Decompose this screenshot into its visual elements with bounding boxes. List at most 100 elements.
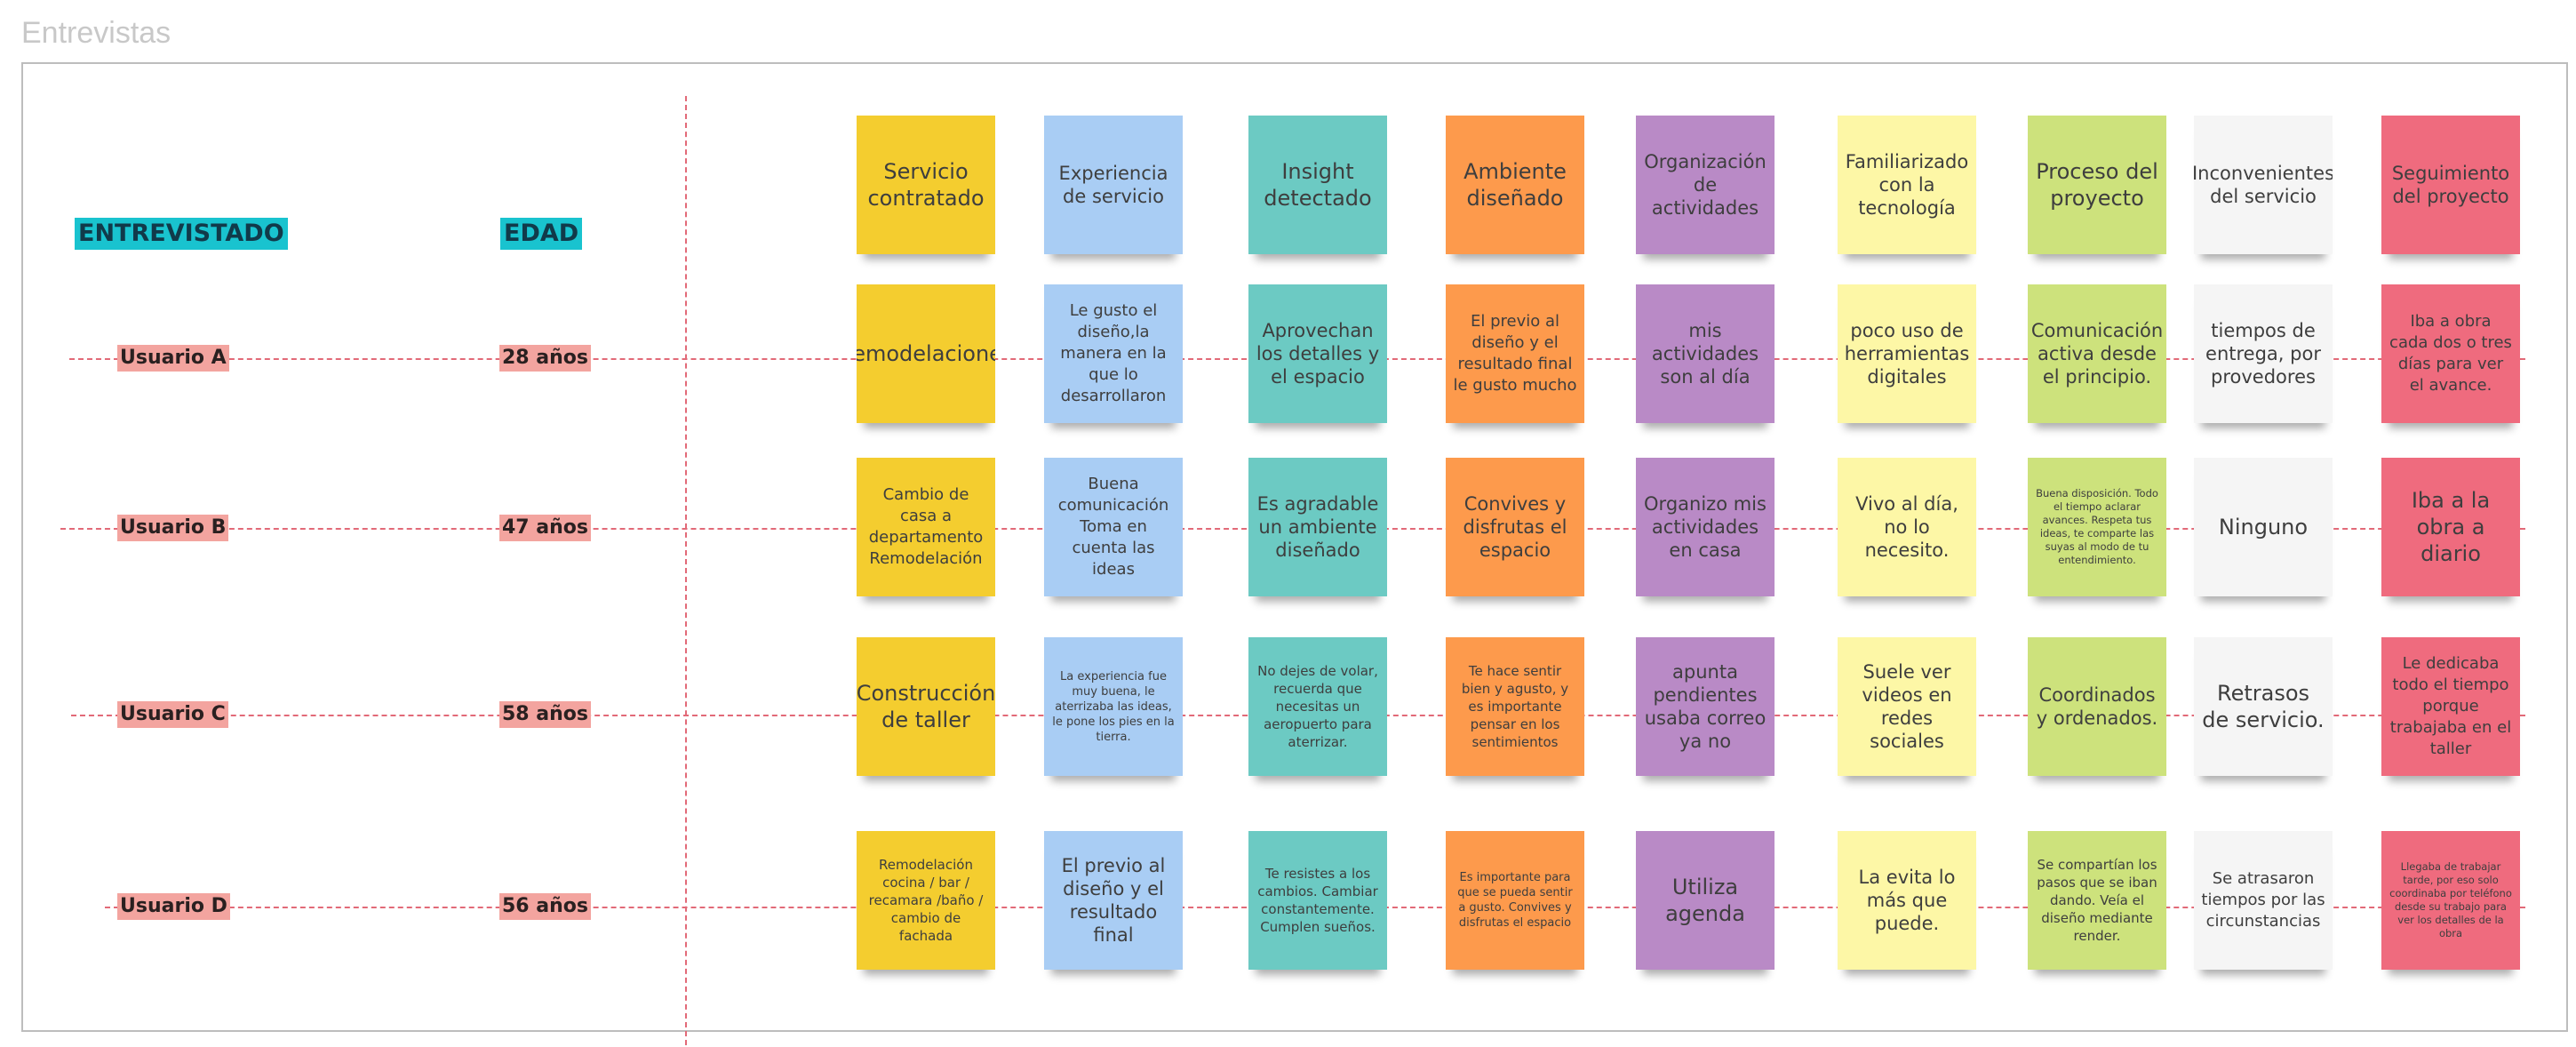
- sticky-note-text: Buena comunicación Toma en cuenta las id…: [1057, 475, 1169, 579]
- answer-note[interactable]: La evita lo más que puede.: [1838, 831, 1976, 970]
- category-note-4[interactable]: Ambiente diseñado: [1446, 116, 1584, 254]
- sticky-note-text: El previo al diseño y el resultado final…: [1453, 312, 1577, 395]
- category-note-6[interactable]: Familiarizado con la tecnología: [1838, 116, 1976, 254]
- sticky-note-text: Te resistes a los cambios. Cambiar const…: [1257, 866, 1378, 935]
- sticky-note-text: Proceso del proyecto: [2036, 159, 2158, 211]
- sticky-note-text: Comunicación activa desde el principio.: [2030, 320, 2164, 388]
- answer-note[interactable]: mis actividades son al día: [1636, 284, 1774, 423]
- sticky-note-text: Inconvenientes del servicio: [2194, 163, 2333, 207]
- answer-note[interactable]: Coordinados y ordenados.: [2028, 637, 2166, 776]
- sticky-note-text: Ninguno: [2218, 515, 2309, 539]
- answer-note[interactable]: Es importante para que se pueda sentir a…: [1446, 831, 1584, 970]
- sticky-note-text: Se compartían los pasos que se iban dand…: [2037, 857, 2157, 944]
- sticky-note-text: Familiarizado con la tecnología: [1845, 151, 1969, 219]
- board-title: Entrevistas: [21, 16, 171, 50]
- category-note-9[interactable]: Seguimiento del proyecto: [2381, 116, 2520, 254]
- sticky-note-text: No dejes de volar, recuerda que necesita…: [1257, 663, 1378, 750]
- sticky-note-text: Utiliza agenda: [1665, 875, 1745, 926]
- sticky-note-text: poco uso de herramientas digitales: [1844, 320, 1970, 388]
- sticky-note-text: El previo al diseño y el resultado final: [1061, 855, 1166, 946]
- answer-note[interactable]: Buena disposición. Todo el tiempo aclara…: [2028, 458, 2166, 596]
- answer-note[interactable]: Remodelación cocina / bar / recamara /ba…: [857, 831, 995, 970]
- answer-note[interactable]: Suele ver videos en redes sociales: [1838, 637, 1976, 776]
- user-age-tag: 58 años: [499, 701, 591, 728]
- answer-note[interactable]: apunta pendientes usaba correo ya no: [1636, 637, 1774, 776]
- sticky-note-text: Remodelaciones: [857, 341, 995, 366]
- sticky-note-text: Servicio contratado: [867, 159, 985, 211]
- answer-note[interactable]: Se compartían los pasos que se iban dand…: [2028, 831, 2166, 970]
- answer-note[interactable]: Te resistes a los cambios. Cambiar const…: [1248, 831, 1387, 970]
- answer-note[interactable]: Retrasos de servicio.: [2194, 637, 2333, 776]
- answer-note[interactable]: Convives y disfrutas el espacio: [1446, 458, 1584, 596]
- category-note-5[interactable]: Organización de actividades: [1636, 116, 1774, 254]
- category-note-2[interactable]: Experiencia de servicio: [1044, 116, 1183, 254]
- sticky-note-text: tiempos de entrega, por provedores: [2205, 320, 2321, 388]
- answer-note[interactable]: Cambio de casa a departamento Remodelaci…: [857, 458, 995, 596]
- sticky-note-text: Organizo mis actividades en casa: [1644, 493, 1767, 561]
- answer-note[interactable]: Buena comunicación Toma en cuenta las id…: [1044, 458, 1183, 596]
- answer-note[interactable]: Te hace sentir bien y agusto, y es impor…: [1446, 637, 1584, 776]
- sticky-note-text: Organización de actividades: [1644, 151, 1767, 219]
- answer-note[interactable]: Utiliza agenda: [1636, 831, 1774, 970]
- category-note-3[interactable]: Insight detectado: [1248, 116, 1387, 254]
- answer-note[interactable]: El previo al diseño y el resultado final…: [1446, 284, 1584, 423]
- sticky-note-text: Aprovechan los detalles y el espacio: [1256, 320, 1380, 388]
- answer-note[interactable]: Organizo mis actividades en casa: [1636, 458, 1774, 596]
- category-note-1[interactable]: Servicio contratado: [857, 116, 995, 254]
- sticky-note-text: Suele ver videos en redes sociales: [1862, 661, 1952, 752]
- user-name-tag: Usuario C: [117, 701, 228, 728]
- answer-note[interactable]: Se atrasaron tiempos por las circunstanc…: [2194, 831, 2333, 970]
- user-name-tag: Usuario A: [117, 345, 229, 372]
- answer-note[interactable]: Iba a obra cada dos o tres días para ver…: [2381, 284, 2520, 423]
- sticky-note-text: Iba a la obra a diario: [2411, 488, 2491, 566]
- sticky-note-text: Es importante para que se pueda sentir a…: [1457, 871, 1573, 930]
- sticky-note-text: Vivo al día, no lo necesito.: [1855, 493, 1958, 561]
- sticky-note-text: Insight detectado: [1264, 159, 1372, 211]
- board-frame: [21, 62, 2568, 1032]
- answer-note[interactable]: Le dedicaba todo el tiempo porque trabaj…: [2381, 637, 2520, 776]
- sticky-note-text: Buena disposición. Todo el tiempo aclara…: [2036, 487, 2158, 566]
- user-age-tag: 28 años: [499, 345, 591, 372]
- sticky-note-text: Le dedicaba todo el tiempo porque trabaj…: [2389, 654, 2512, 758]
- answer-note[interactable]: Construcción de taller: [857, 637, 995, 776]
- answer-note[interactable]: Comunicación activa desde el principio.: [2028, 284, 2166, 423]
- sticky-note-text: Convives y disfrutas el espacio: [1463, 493, 1567, 561]
- sticky-note-text: Iba a obra cada dos o tres días para ver…: [2389, 312, 2512, 395]
- answer-note[interactable]: Remodelaciones: [857, 284, 995, 423]
- sticky-note-text: apunta pendientes usaba correo ya no: [1644, 661, 1767, 752]
- column-divider: [685, 96, 687, 1045]
- sticky-note-text: Experiencia de servicio: [1058, 163, 1168, 207]
- user-age-tag: 47 años: [499, 515, 591, 541]
- answer-note[interactable]: Es agradable un ambiente diseñado: [1248, 458, 1387, 596]
- answer-note[interactable]: El previo al diseño y el resultado final: [1044, 831, 1183, 970]
- answer-note[interactable]: tiempos de entrega, por provedores: [2194, 284, 2333, 423]
- sticky-note-text: La experiencia fue muy buena, le aterriz…: [1052, 669, 1175, 744]
- sticky-note-text: Construcción de taller: [857, 681, 995, 732]
- answer-note[interactable]: Ninguno: [2194, 458, 2333, 596]
- user-name-tag: Usuario D: [117, 893, 230, 920]
- sticky-note-text: Remodelación cocina / bar / recamara /ba…: [868, 857, 984, 944]
- sticky-note-text: Te hace sentir bien y agusto, y es impor…: [1461, 663, 1569, 750]
- sticky-note-text: Le gusto el diseño,la manera en la que l…: [1060, 301, 1167, 405]
- answer-note[interactable]: Aprovechan los detalles y el espacio: [1248, 284, 1387, 423]
- answer-note[interactable]: Vivo al día, no lo necesito.: [1838, 458, 1976, 596]
- sticky-note-text: Es agradable un ambiente diseñado: [1256, 493, 1379, 561]
- answer-note[interactable]: La experiencia fue muy buena, le aterriz…: [1044, 637, 1183, 776]
- sticky-note-text: Retrasos de servicio.: [2202, 681, 2325, 732]
- user-name-tag: Usuario B: [117, 515, 229, 541]
- sticky-note-text: Llegaba de trabajar tarde, por eso solo …: [2389, 860, 2512, 939]
- sticky-note-text: Coordinados y ordenados.: [2036, 684, 2158, 729]
- category-note-8[interactable]: Inconvenientes del servicio: [2194, 116, 2333, 254]
- user-age-tag: 56 años: [499, 893, 591, 920]
- answer-note[interactable]: Iba a la obra a diario: [2381, 458, 2520, 596]
- sticky-note-text: Seguimiento del proyecto: [2391, 163, 2510, 207]
- answer-note[interactable]: Le gusto el diseño,la manera en la que l…: [1044, 284, 1183, 423]
- category-note-7[interactable]: Proceso del proyecto: [2028, 116, 2166, 254]
- sticky-note-text: mis actividades son al día: [1651, 320, 1759, 388]
- sticky-note-text: La evita lo más que puede.: [1858, 867, 1956, 934]
- answer-note[interactable]: No dejes de volar, recuerda que necesita…: [1248, 637, 1387, 776]
- answer-note[interactable]: Llegaba de trabajar tarde, por eso solo …: [2381, 831, 2520, 970]
- sticky-note-text: Cambio de casa a departamento Remodelaci…: [868, 485, 984, 568]
- answer-note[interactable]: poco uso de herramientas digitales: [1838, 284, 1976, 423]
- sticky-note-text: Se atrasaron tiempos por las circunstanc…: [2201, 869, 2325, 931]
